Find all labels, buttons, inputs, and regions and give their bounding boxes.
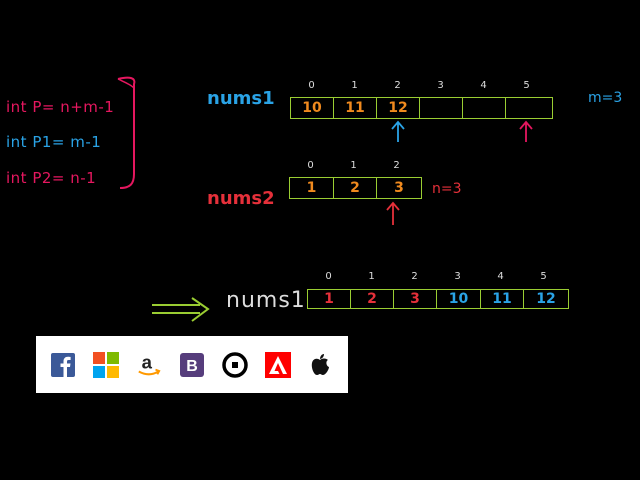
- nums2-index: 1: [350, 160, 357, 171]
- up-arrow-icon: [386, 201, 400, 225]
- nums2-array: 1 2 3: [289, 177, 422, 199]
- nums2-index: 2: [393, 160, 400, 171]
- bootstrap-logo-icon: B: [179, 352, 205, 378]
- result-indices: 0 1 2 3 4 5: [307, 271, 567, 282]
- curly-bracket: [117, 76, 136, 189]
- result-nums1-label: nums1: [226, 288, 306, 313]
- nums1-cell: 11: [334, 98, 377, 118]
- code-line-p: int P= n+m-1: [6, 98, 115, 116]
- nums1-index: 1: [351, 80, 358, 91]
- result-cell: 10: [437, 290, 481, 308]
- m-label: m=3: [588, 90, 623, 106]
- nums1-index: 2: [394, 80, 401, 91]
- amazon-logo-icon: a: [136, 351, 162, 378]
- double-arrow-icon: [152, 297, 210, 322]
- company-logo-bar: a B: [36, 336, 348, 393]
- nums2-cell: 1: [290, 178, 334, 198]
- result-cell: 12: [536, 291, 556, 307]
- nums1-cell: [506, 98, 549, 118]
- result-index: 2: [411, 271, 418, 282]
- result-index: 4: [497, 271, 504, 282]
- result-index: 0: [325, 271, 332, 282]
- nums1-cell: 12: [377, 98, 420, 118]
- n-label: n=3: [432, 181, 462, 197]
- code-line-p1: int P1= m-1: [6, 133, 102, 151]
- nums2-indices: 0 1 2: [289, 160, 420, 171]
- svg-text:B: B: [186, 358, 198, 375]
- adobe-logo-icon: [264, 351, 291, 378]
- result-index: 3: [454, 271, 461, 282]
- result-index: 1: [368, 271, 375, 282]
- nums2-index: 0: [307, 160, 314, 171]
- up-arrow-icon: [391, 120, 405, 142]
- nums2-label: nums2: [207, 188, 275, 209]
- result-cell: 11: [481, 290, 524, 308]
- nums1-index: 3: [437, 80, 444, 91]
- uber-logo-icon: [222, 351, 248, 378]
- nums1-index: 4: [480, 80, 487, 91]
- result-cell: 3: [394, 290, 437, 308]
- apple-logo-icon: [307, 352, 333, 378]
- nums2-cell: 2: [334, 178, 377, 198]
- nums1-array: 10 11 12: [290, 97, 553, 119]
- result-index: 5: [540, 271, 547, 282]
- nums1-index: 0: [308, 80, 315, 91]
- nums1-cell: [463, 98, 506, 118]
- nums1-cell: 10: [291, 98, 334, 118]
- nums1-cell: [420, 98, 463, 118]
- nums1-index: 5: [523, 80, 530, 91]
- up-arrow-icon: [519, 120, 533, 142]
- nums1-label: nums1: [207, 88, 275, 109]
- svg-text:a: a: [142, 351, 153, 372]
- code-line-p2: int P2= n-1: [6, 169, 97, 187]
- nums1-indices: 0 1 2 3 4 5: [290, 80, 551, 91]
- result-cell: 2: [351, 290, 394, 308]
- result-cell: 1: [308, 290, 351, 308]
- microsoft-logo-icon: [93, 351, 120, 378]
- facebook-logo-icon: [50, 352, 76, 378]
- result-array: 1 2 3 10 11 12: [307, 289, 569, 309]
- nums2-cell: 3: [394, 180, 404, 196]
